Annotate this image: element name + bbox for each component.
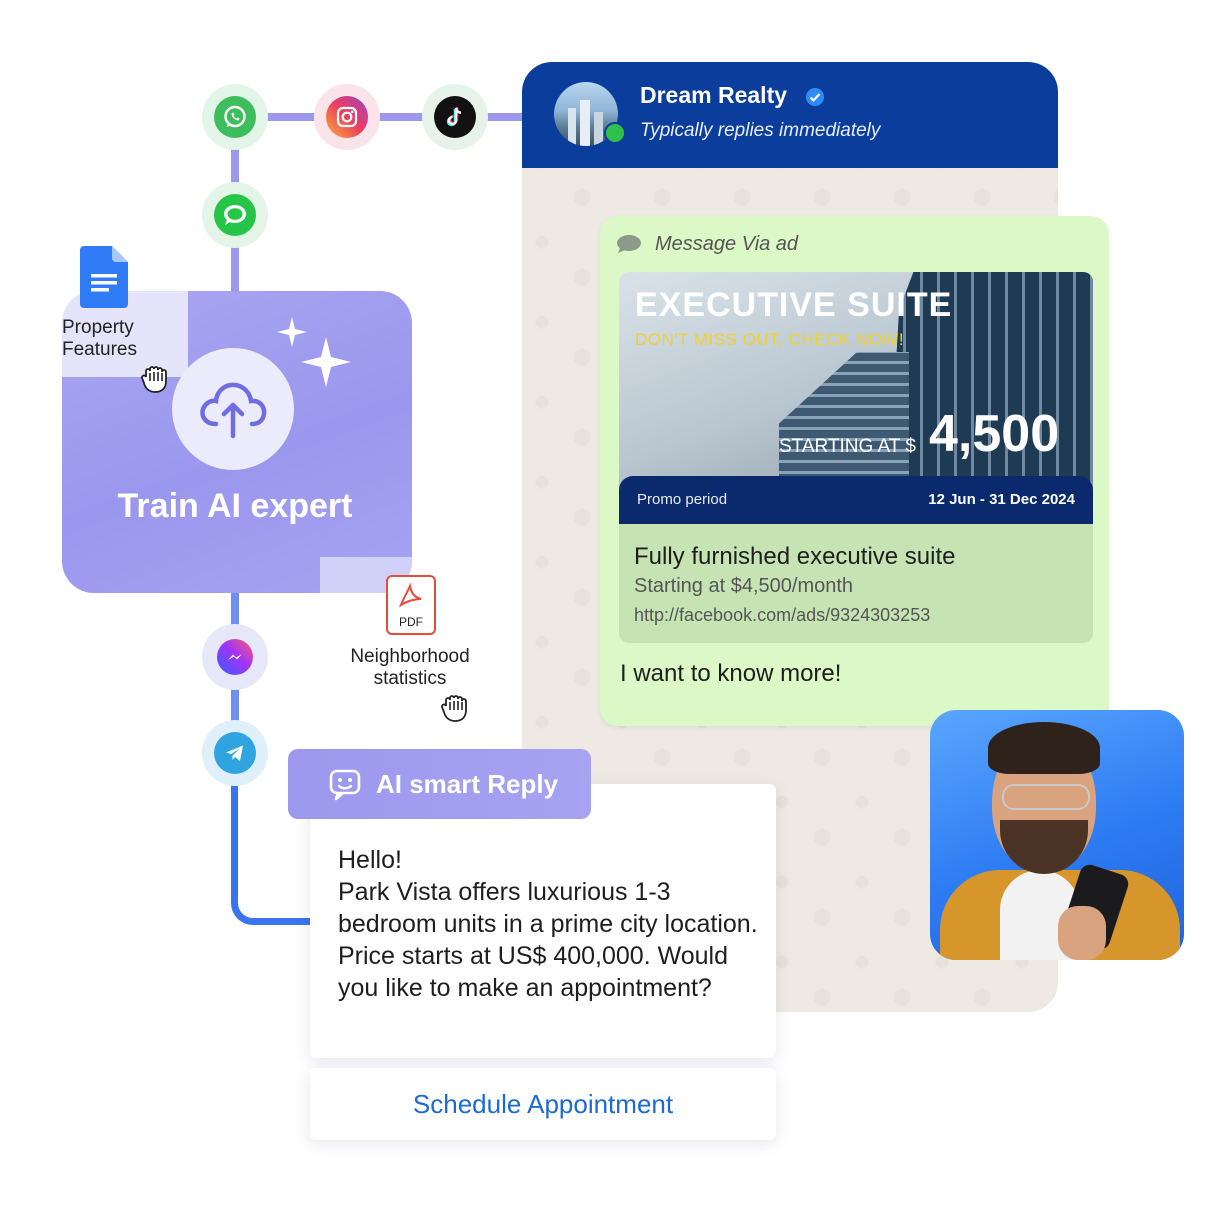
business-name: Dream Realty	[640, 82, 788, 108]
whatsapp-icon	[224, 105, 246, 128]
cloud-upload-icon	[200, 382, 267, 439]
ai-smart-reply-pill: AI smart Reply	[288, 749, 591, 819]
schedule-appointment-button[interactable]: Schedule Appointment	[310, 1068, 776, 1140]
ad-title: EXECUTIVE SUITE	[635, 286, 953, 324]
telegram-channel[interactable]	[202, 720, 268, 786]
grab-hand-icon	[141, 366, 167, 393]
bot-icon	[329, 769, 361, 801]
instagram-channel[interactable]	[314, 84, 380, 150]
promo-label: Promo period	[637, 491, 728, 508]
tiktok-channel[interactable]	[422, 84, 488, 150]
messenger-icon	[228, 654, 242, 660]
business-avatar[interactable]	[554, 82, 618, 146]
user-message-text: I want to know more!	[620, 660, 842, 687]
ad-link[interactable]: http://facebook.com/ads/9324303253	[634, 605, 931, 625]
pdf-badge: PDF	[399, 615, 423, 629]
acrobat-icon	[398, 583, 422, 608]
online-indicator	[604, 122, 626, 144]
verified-icon	[806, 88, 824, 106]
tiktok-icon	[446, 107, 462, 127]
ai-smart-reply-label: AI smart Reply	[376, 768, 559, 799]
ad-link-preview[interactable]: Fully furnished executive suite Starting…	[619, 521, 1093, 643]
doc-label: Property Features	[62, 317, 137, 360]
whatsapp-channel[interactable]	[202, 84, 268, 150]
telegram-icon	[226, 745, 243, 761]
train-ai-title: Train AI expert	[117, 487, 353, 525]
imessage-channel[interactable]	[202, 182, 268, 248]
chat-header: Dream Realty Typically replies immediate…	[522, 62, 1058, 168]
ai-reply-bubble: Hello! Park Vista offers luxurious 1-3 b…	[310, 784, 776, 1058]
ad-headline: Fully furnished executive suite	[634, 543, 956, 570]
instagram-icon	[336, 106, 358, 128]
messenger-channel[interactable]	[202, 624, 268, 690]
ad-message-label: Message Via ad	[655, 233, 799, 255]
promo-bar: Promo period 12 Jun - 31 Dec 2024	[619, 476, 1093, 524]
pdf-label: Neighborhood statistics	[350, 646, 470, 689]
connector-line-curve	[231, 750, 311, 925]
pdf-icon[interactable]: PDF	[386, 575, 436, 635]
person-beard	[1000, 820, 1088, 874]
grab-hand-icon	[441, 695, 467, 722]
person-hand	[1058, 906, 1106, 960]
person-glasses	[1002, 784, 1090, 810]
ad-image[interactable]: EXECUTIVE SUITE DON'T MISS OUT, CHECK NO…	[619, 272, 1093, 524]
train-ai-card[interactable]: Train AI expert	[62, 291, 412, 593]
upload-circle[interactable]	[172, 348, 294, 470]
ad-tagline: DON'T MISS OUT, CHECK NOW!	[635, 330, 905, 349]
chat-bubble-icon	[617, 235, 641, 253]
ad-subline: Starting at $4,500/month	[634, 575, 854, 597]
person-hair	[988, 722, 1100, 774]
building-graphic-left	[779, 352, 909, 482]
imessage-icon	[224, 205, 246, 225]
building-graphic	[889, 272, 1093, 482]
sparkle-icon	[277, 317, 351, 387]
business-status: Typically replies immediately	[640, 120, 881, 141]
promo-dates: 12 Jun - 31 Dec 2024	[928, 491, 1075, 508]
ad-price: 4,500	[929, 405, 1060, 463]
google-docs-icon[interactable]	[80, 246, 128, 308]
customer-photo	[930, 710, 1184, 960]
ai-reply-text: Hello! Park Vista offers luxurious 1-3 b…	[338, 846, 758, 1002]
ad-starting-at: STARTING AT $	[779, 436, 916, 457]
